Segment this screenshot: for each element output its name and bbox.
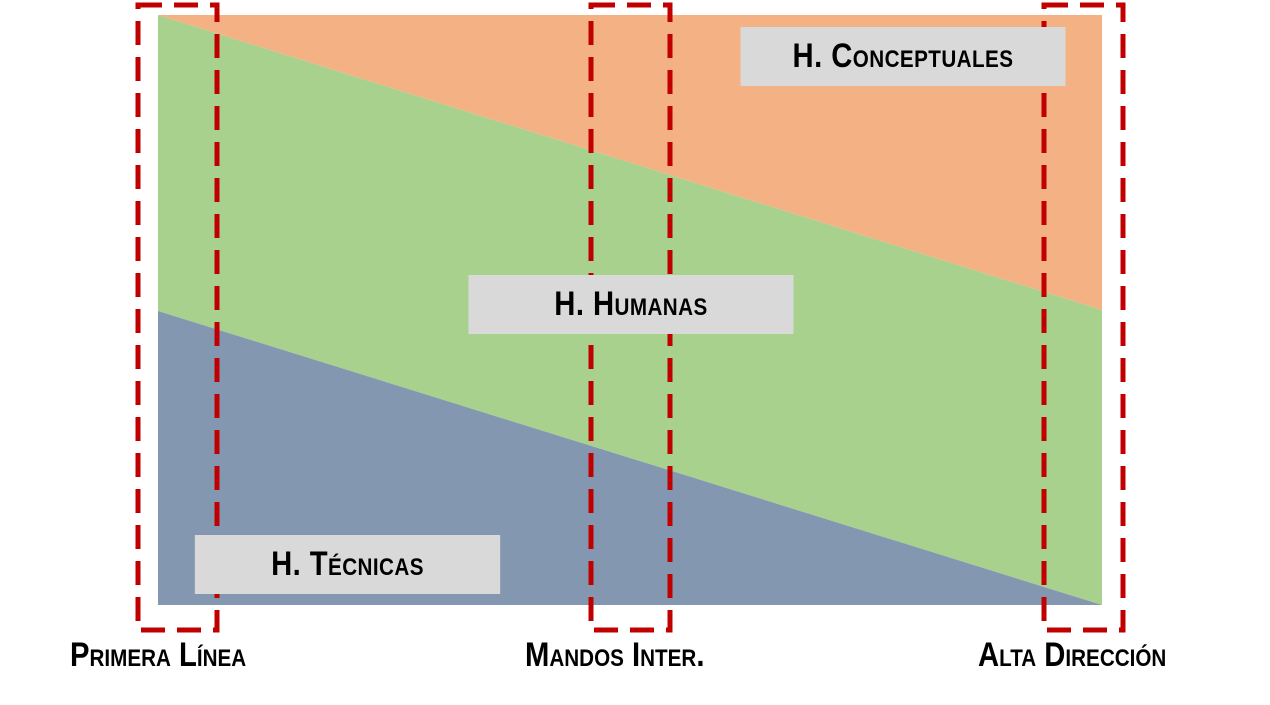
tecnicas-label: H. Técnicas (271, 545, 424, 583)
conceptuales-label-box: H. Conceptuales (740, 27, 1066, 86)
conceptuales-label: H. Conceptuales (792, 37, 1014, 75)
level-label-primera-linea: Primera Línea (70, 636, 247, 674)
level-label-mandos-inter: Mandos Inter. (525, 636, 705, 674)
tecnicas-label-box: H. Técnicas (194, 535, 501, 594)
dashed-frame-primera-linea (135, 2, 220, 633)
region-tecnicas (158, 311, 1102, 605)
dashed-frame-alta-direccion (1041, 2, 1126, 633)
level-label-alta-direccion: Alta Dirección (978, 636, 1167, 674)
humanas-label-box: H. Humanas (468, 275, 794, 334)
humanas-label: H. Humanas (554, 285, 708, 323)
